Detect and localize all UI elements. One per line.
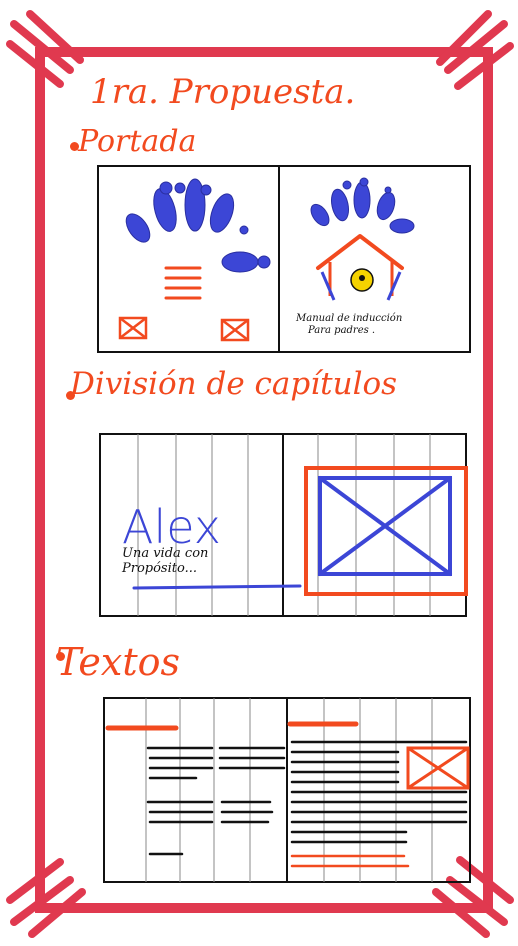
- chapter-subtitle-line1: Una vida con: [122, 546, 209, 561]
- text-image-box: [406, 746, 470, 790]
- cover-caption: Manual de inducción Para padres .: [296, 313, 402, 337]
- page-frame: [6, 10, 514, 938]
- cover-left-image-boxes: [118, 316, 250, 342]
- cover-right-logo: [310, 177, 415, 301]
- section-heading-division: División de capítulos: [70, 366, 398, 402]
- chapter-image-frame: [304, 466, 468, 596]
- page-title: 1ra. Propuesta.: [90, 72, 356, 112]
- chapter-image-box: [318, 476, 452, 576]
- text-footnote-lines: [290, 854, 410, 868]
- chapter-subtitle-line2: Propósito...: [122, 561, 197, 576]
- cover-left-logo: [125, 178, 271, 273]
- cover-caption-line2: Para padres .: [308, 325, 376, 336]
- text-body-lines: [146, 740, 468, 856]
- cover-sketch: [97, 165, 471, 353]
- chapter-subtitle: Una vida con Propósito...: [122, 546, 208, 576]
- section-heading-portada: Portada: [78, 124, 197, 159]
- bullet-portada: [70, 142, 79, 151]
- bullet-textos: [56, 652, 65, 661]
- text-spread-sketch: [103, 697, 471, 883]
- chapter-connector-line: [132, 584, 302, 590]
- cover-left-text-lines: [164, 266, 202, 300]
- section-heading-textos: Textos: [56, 640, 180, 684]
- cover-caption-line1: Manual de inducción: [296, 313, 403, 324]
- chapter-name: Alex: [122, 500, 221, 554]
- chapter-spread-sketch: [99, 433, 468, 617]
- text-headings: [105, 721, 359, 731]
- bullet-division: [66, 391, 75, 400]
